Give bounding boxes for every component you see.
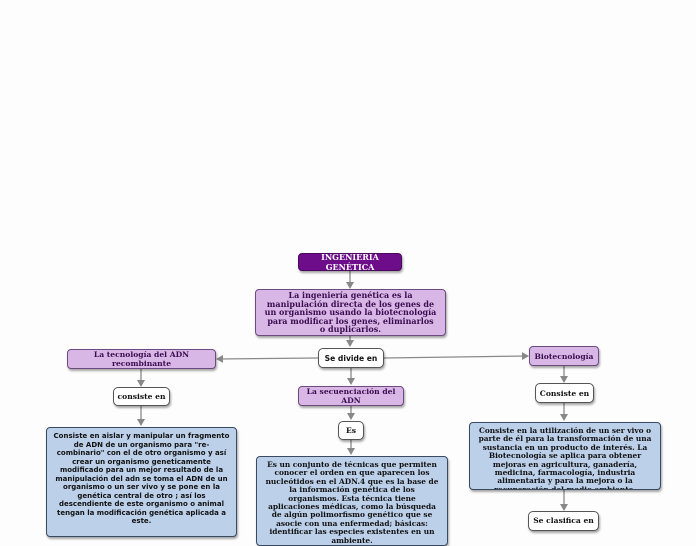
branch-right-detail-node[interactable]: Consiste en la utilización de un ser viv… xyxy=(469,422,661,490)
branch-left-link-node[interactable]: consiste en xyxy=(113,387,170,406)
branch-center-detail-text: Es un conjunto de técnicas que permiten … xyxy=(265,460,439,545)
branch-center-detail-node[interactable]: Es un conjunto de técnicas que permiten … xyxy=(256,456,448,546)
branch-left-title: La tecnología del ADN recombinante xyxy=(93,350,190,368)
branch-right-link-node[interactable]: Consiste en xyxy=(535,383,594,403)
divides-link-node[interactable]: Se divide en xyxy=(318,348,384,368)
branch-center-link-node[interactable]: Es xyxy=(338,421,364,440)
branch-right-detail-text: Consiste en la utilización de un ser viv… xyxy=(478,426,652,490)
branch-center-node[interactable]: La secuenciación del ADN xyxy=(298,386,404,406)
branch-right-link-label: Consiste en xyxy=(539,388,590,398)
divides-link-label: Se divide en xyxy=(324,353,378,363)
link-divides-right xyxy=(383,352,529,361)
branch-right-title: Biotecnología xyxy=(534,351,594,361)
definition-node[interactable]: La ingeniería genética es la manipulació… xyxy=(255,289,446,336)
branch-left-link-label: consiste en xyxy=(117,392,166,401)
branch-left-detail-text: Consiste en aislar y manipular un fragme… xyxy=(53,432,230,525)
branch-left-node[interactable]: La tecnología del ADN recombinante xyxy=(67,349,216,369)
branch-left-detail-node[interactable]: Consiste en aislar y manipular un fragme… xyxy=(46,427,237,537)
branch-center-link-label: Es xyxy=(345,426,357,435)
branch-right-node[interactable]: Biotecnología xyxy=(529,346,599,366)
branch-right-next-link-node[interactable]: Se clasifica en xyxy=(528,511,599,531)
root-label: INGENIERÍA GENÉTICA xyxy=(321,253,379,271)
branch-center-title: La secuenciación del ADN xyxy=(306,387,396,405)
root-node[interactable]: INGENIERÍA GENÉTICA xyxy=(298,253,402,271)
branch-right-next-link-label: Se clasifica en xyxy=(533,516,594,525)
connector-lines xyxy=(137,271,568,511)
link-divides-left xyxy=(216,354,319,363)
definition-text: La ingeniería genética es la manipulació… xyxy=(264,290,437,335)
